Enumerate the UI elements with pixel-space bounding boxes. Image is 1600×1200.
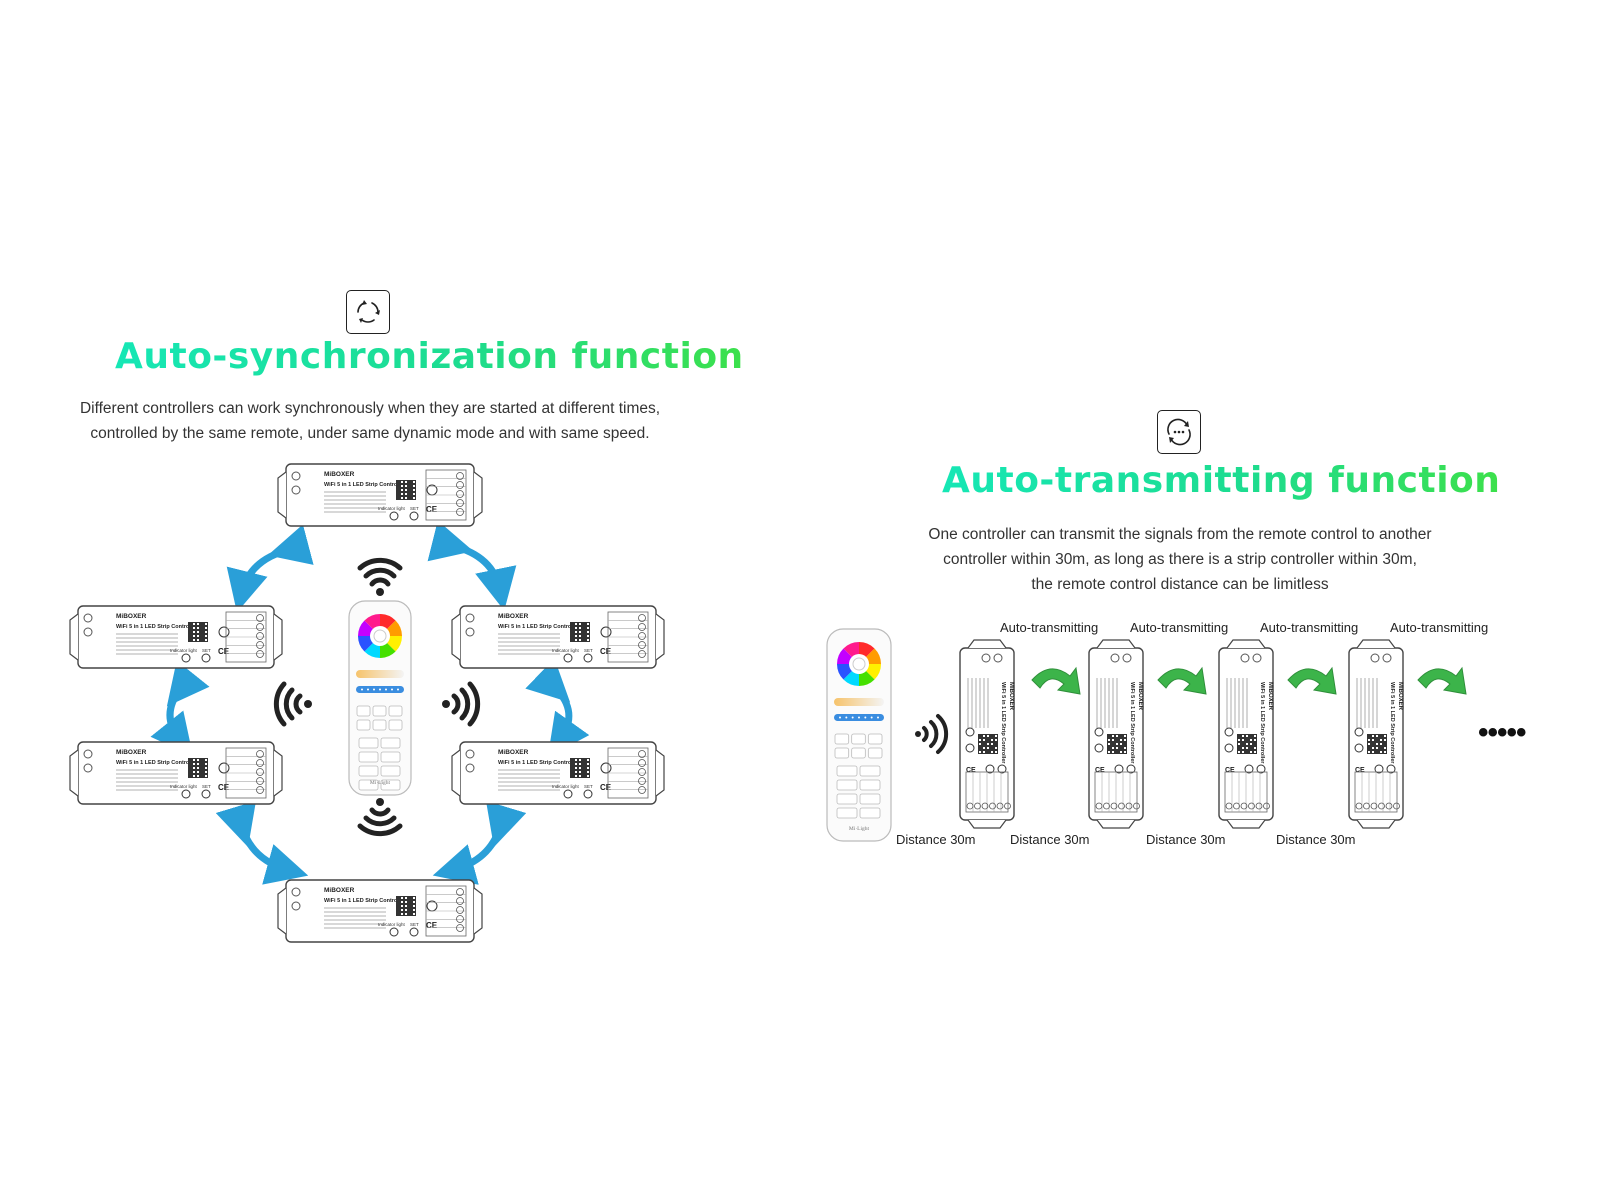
sync-arrow-mid-right — [525, 658, 590, 758]
svg-text:SET: SET — [584, 648, 593, 653]
distance-label-3: Distance 30m — [1146, 832, 1226, 847]
svg-text:WiFi 5 in 1 LED Strip Controll: WiFi 5 in 1 LED Strip Controller — [1389, 682, 1395, 764]
svg-text:Indicator light: Indicator light — [378, 506, 406, 511]
transmit-desc-line-1: One controller can transmit the signals … — [928, 526, 1432, 543]
svg-text:CE: CE — [218, 783, 230, 792]
svg-text:CE: CE — [966, 767, 976, 774]
svg-text:CE: CE — [426, 921, 438, 930]
controller-product-name: WiFi 5 in 1 LED Strip Controller — [498, 760, 580, 766]
sync-arrow-top-left — [226, 524, 314, 613]
controller-brand: MiBOXER — [324, 887, 355, 894]
controller-product-name: WiFi 5 in 1 LED Strip Controller — [116, 624, 198, 630]
svg-text:Indicator light: Indicator light — [552, 648, 580, 653]
sync-remote-control: Mi·Light — [348, 600, 412, 796]
controller-product-name: WiFi 5 in 1 LED Strip Controller — [324, 482, 406, 488]
wifi-signal-right-icon — [451, 681, 481, 727]
transmit-title: Auto-transmitting function — [942, 460, 1501, 501]
distance-label-4: Distance 30m — [1276, 832, 1356, 847]
sync-arrow-bottom-left — [215, 800, 309, 885]
transmit-arrow-2-icon — [1157, 666, 1207, 695]
svg-text:CE: CE — [218, 647, 230, 656]
sync-arrow-top-right — [427, 520, 517, 611]
remote-brand: Mi·Light — [370, 780, 391, 786]
svg-text:CE: CE — [600, 783, 612, 792]
wifi-signal-left-icon — [273, 681, 303, 727]
svg-text:SET: SET — [410, 506, 419, 511]
svg-text:SET: SET — [410, 922, 419, 927]
transmit-description: One controller can transmit the signals … — [880, 522, 1480, 597]
relay-cycle-icon — [1157, 410, 1201, 454]
sync-title: Auto-synchronization function — [115, 336, 744, 377]
distance-label-1: Distance 30m — [896, 832, 976, 847]
svg-text:WiFi 5 in 1 LED Strip Controll: WiFi 5 in 1 LED Strip Controller — [1259, 682, 1265, 764]
svg-text:MiBOXER: MiBOXER — [1267, 682, 1273, 711]
sync-desc-line-1: Different controllers can work synchrono… — [79, 400, 661, 417]
sync-description: Different controllers can work synchrono… — [60, 396, 680, 446]
controller-brand: MiBOXER — [116, 613, 147, 620]
svg-text:CE: CE — [1225, 767, 1235, 774]
svg-text:SET: SET — [584, 784, 593, 789]
transmit-remote-control: Mi·Light — [826, 628, 892, 842]
svg-text:Indicator light: Indicator light — [170, 648, 198, 653]
svg-text:SET: SET — [202, 648, 211, 653]
controller-product-name: WiFi 5 in 1 LED Strip Controller — [116, 760, 198, 766]
wifi-signal-bottom-icon — [357, 807, 403, 837]
svg-text:Indicator light: Indicator light — [378, 922, 406, 927]
transmit-desc-line-3: the remote control distance can be limit… — [1031, 576, 1329, 593]
svg-text:SET: SET — [202, 784, 211, 789]
auto-transmitting-label-2: Auto-transmitting — [1130, 620, 1229, 635]
controller-brand: MiBOXER — [116, 749, 147, 756]
sync-arrow-mid-left — [150, 660, 210, 757]
controller-brand: MiBOXER — [498, 749, 529, 756]
controller-product-name: WiFi 5 in 1 LED Strip Controller — [324, 898, 406, 904]
remote-brand: Mi·Light — [849, 826, 870, 832]
svg-text:Indicator light: Indicator light — [552, 784, 580, 789]
controller-brand: MiBOXER — [498, 613, 529, 620]
svg-text:MiBOXER: MiBOXER — [1008, 682, 1014, 711]
svg-text:MiBOXER: MiBOXER — [1397, 682, 1403, 711]
auto-transmitting-label-1: Auto-transmitting — [1000, 620, 1099, 635]
controller-product-name: WiFi 5 in 1 LED Strip Controller — [498, 624, 580, 630]
svg-text:CE: CE — [426, 505, 438, 514]
auto-transmitting-label-3: Auto-transmitting — [1260, 620, 1359, 635]
svg-text:CE: CE — [600, 647, 612, 656]
wifi-signal-top-icon — [357, 557, 403, 587]
sync-desc-line-2: controlled by the same remote, under sam… — [90, 425, 650, 442]
svg-text:MiBOXER: MiBOXER — [1137, 682, 1143, 711]
sync-arrow-bottom-right — [432, 800, 527, 885]
svg-text:CE: CE — [1095, 767, 1105, 774]
sync-cycle-icon — [346, 290, 390, 334]
controller-brand: MiBOXER — [324, 471, 355, 478]
distance-label-2: Distance 30m — [1010, 832, 1090, 847]
svg-text:WiFi 5 in 1 LED Strip Controll: WiFi 5 in 1 LED Strip Controller — [1129, 682, 1135, 764]
transmit-arrow-4-icon — [1417, 666, 1467, 695]
auto-transmitting-label-4: Auto-transmitting — [1390, 620, 1489, 635]
svg-text:Indicator light: Indicator light — [170, 784, 198, 789]
continuation-dots: ••••• — [1478, 716, 1527, 749]
transmit-desc-line-2: controller within 30m, as long as there … — [943, 551, 1417, 568]
transmit-arrow-1-icon — [1031, 666, 1081, 695]
svg-text:WiFi 5 in 1 LED Strip Controll: WiFi 5 in 1 LED Strip Controller — [1000, 682, 1006, 764]
transmit-arrow-3-icon — [1287, 666, 1337, 695]
svg-text:CE: CE — [1355, 767, 1365, 774]
